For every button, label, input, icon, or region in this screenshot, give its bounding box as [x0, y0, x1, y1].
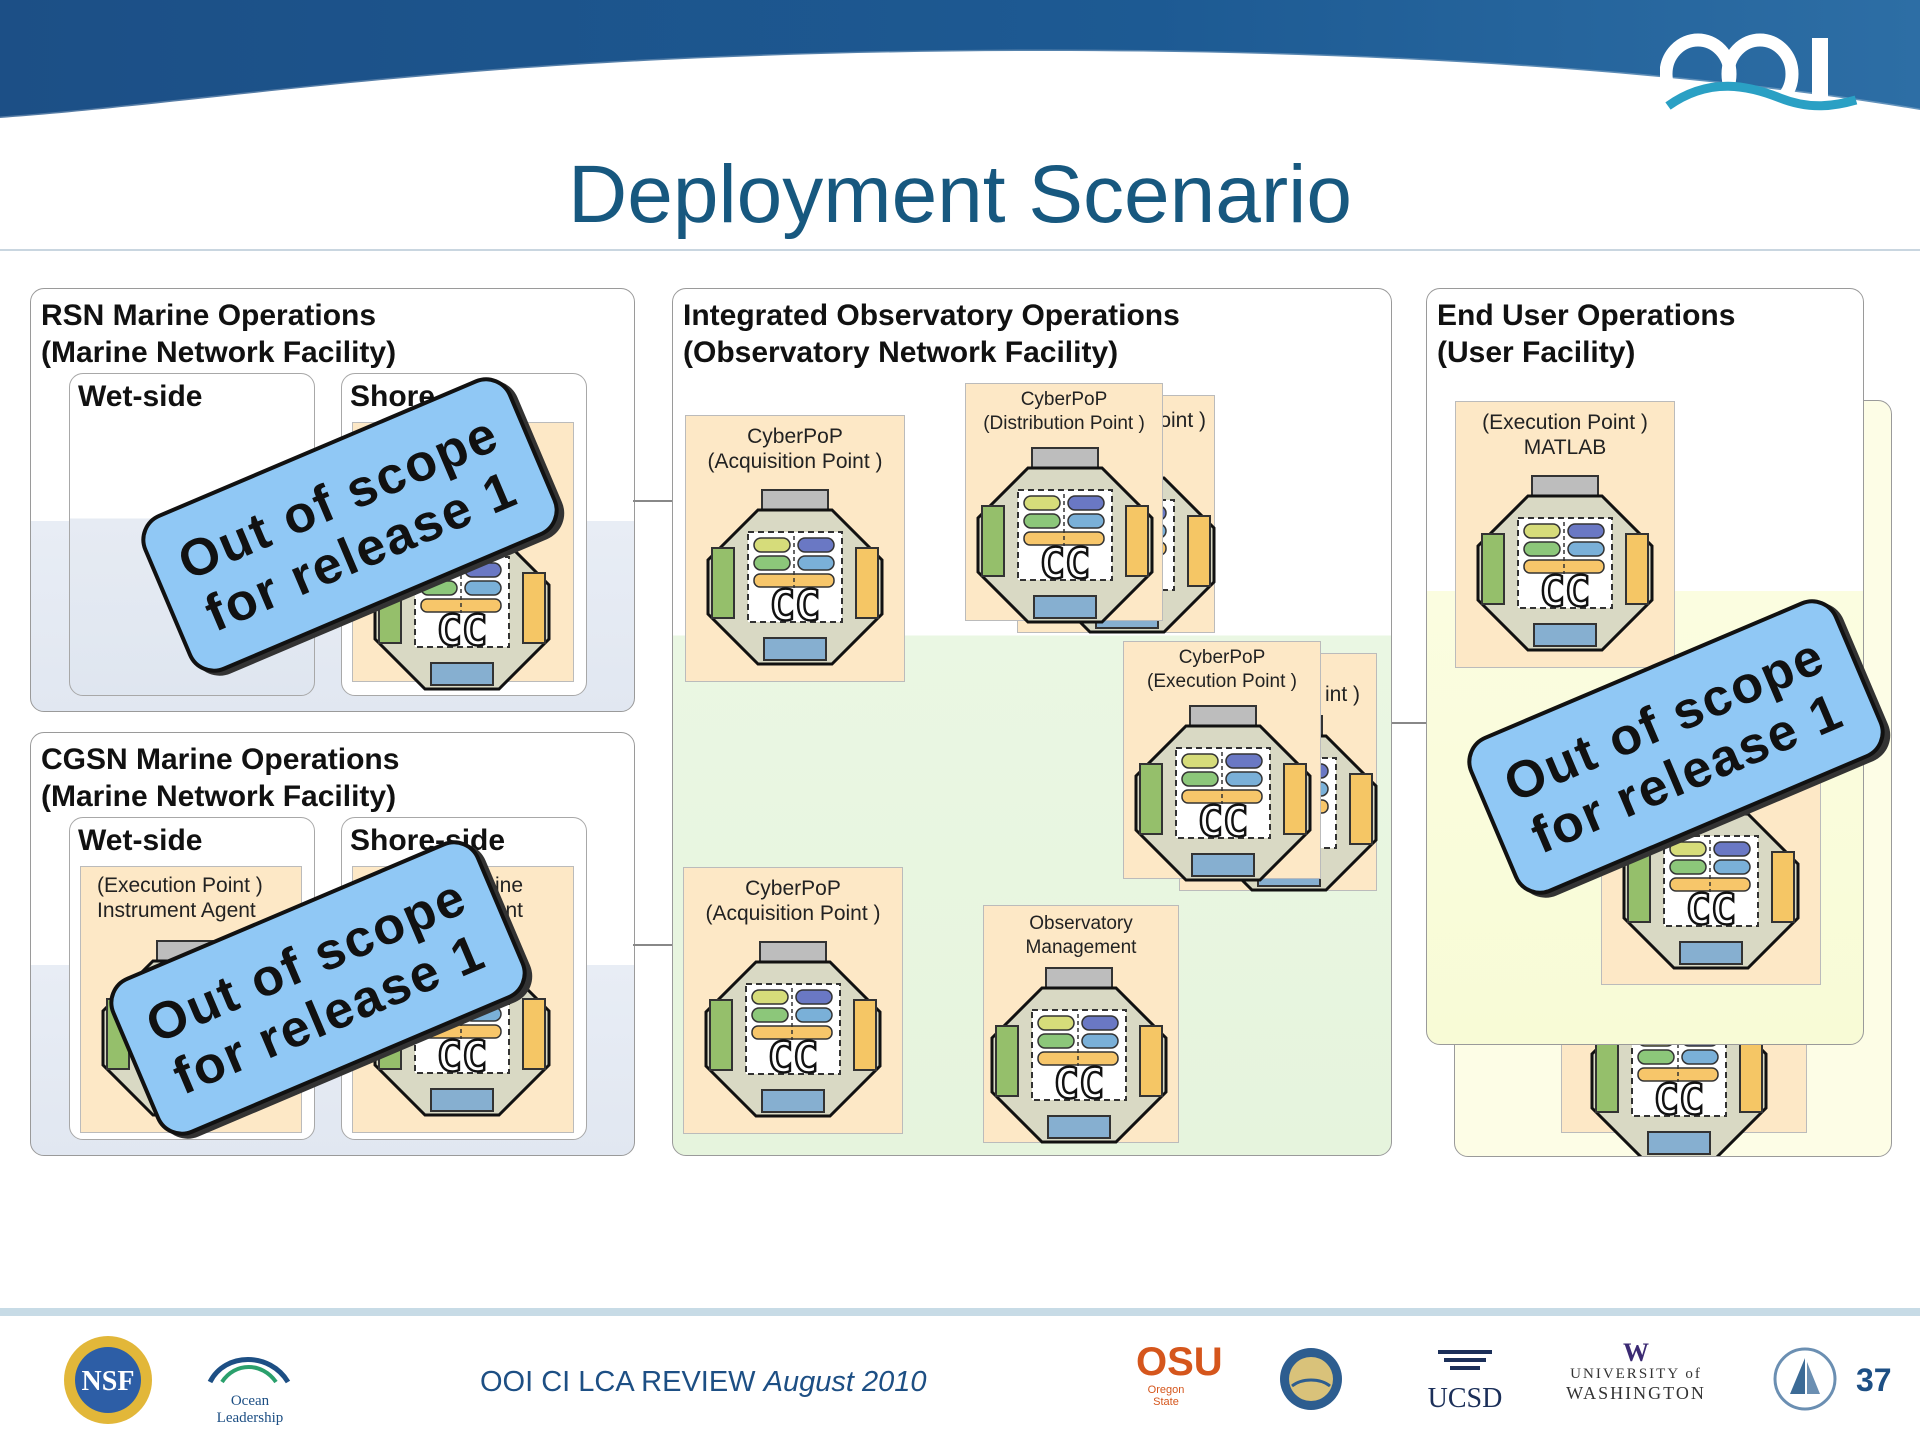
footer-main: OOI CI LCA REVIEW	[480, 1366, 756, 1398]
osu-logo-sub: Oregon State	[1147, 1384, 1185, 1408]
ocean-leadership-text: Ocean Leadership	[216, 1393, 284, 1426]
cyberpop-node-icon: CC	[990, 966, 1168, 1149]
cgsn-title-line2: (Marine Network Facility)	[41, 780, 397, 813]
euo-title-line1: End User Operations	[1437, 299, 1736, 332]
ooi-logo-icon	[1659, 33, 1858, 115]
footer-date: August 2010	[763, 1366, 927, 1398]
cyberpop-matlab: (Execution Point ) MATLAB CC	[1455, 401, 1675, 668]
ioo-panel: Integrated Observatory Operations (Observ…	[672, 288, 1392, 1156]
ioo-panel-title: Integrated Observatory Operations (Observ…	[683, 297, 1180, 371]
cyberpop-node-icon: CC	[1134, 704, 1312, 887]
svg-text:CC: CC	[1054, 1059, 1105, 1108]
euo-panel-title: End User Operations (User Facility)	[1437, 297, 1735, 371]
footer-text: OOI CI LCA REVIEW August 2010	[480, 1366, 926, 1399]
wave-icon	[207, 1357, 291, 1384]
exec-label: CyberPoP (Execution Point )	[1147, 647, 1297, 692]
cgsn-title-line1: CGSN Marine Operations	[41, 743, 400, 776]
svg-text:CC: CC	[1654, 1075, 1705, 1124]
ocean-leadership-logo: Ocean Leadership	[200, 1344, 300, 1426]
sailboat-seal-icon	[1773, 1347, 1837, 1411]
cyberpop-node-icon: CC	[976, 446, 1154, 629]
rsn-title-line2: (Marine Network Facility)	[41, 336, 397, 369]
svg-text:CC: CC	[437, 1032, 488, 1081]
cyberpop-acquisition-2: CyberPoP (Acquisition Point ) CC	[683, 867, 903, 1134]
cgsn-wet-pop-label: (Execution Point ) Instrument Agent	[97, 874, 263, 922]
ooi-logo	[1659, 26, 1860, 126]
ioo-title-line2: (Observatory Network Facility)	[683, 336, 1119, 369]
ucsd-mark-icon	[1438, 1350, 1492, 1370]
ucsd-logo-text: UCSD	[1427, 1383, 1503, 1414]
acq1-label: CyberPoP (Acquisition Point )	[707, 425, 883, 473]
cyberpop-node-icon: CC	[704, 940, 882, 1123]
connector-line	[633, 944, 673, 946]
dist-label: CyberPoP (Distribution Point )	[983, 389, 1145, 434]
nsf-seal-icon: NSF	[64, 1336, 152, 1424]
rsn-wet-label: Wet-side	[78, 380, 203, 413]
page-number: 37	[1856, 1362, 1892, 1398]
ucsd-logo: UCSD	[1420, 1344, 1510, 1424]
connector-line	[1392, 722, 1430, 724]
title-rule	[0, 249, 1920, 251]
svg-text:CC: CC	[1040, 539, 1091, 588]
ioo-title-line1: Integrated Observatory Operations	[683, 299, 1180, 332]
uw-logo-line1: UNIVERSITY of	[1570, 1366, 1702, 1382]
exec-back-label: int )	[1324, 683, 1360, 706]
svg-text:CC: CC	[1686, 885, 1737, 934]
uw-logo-w: W	[1623, 1338, 1649, 1367]
svg-text:CC: CC	[1198, 797, 1249, 846]
page-title: Deployment Scenario	[568, 149, 1352, 240]
whoi-logo	[1772, 1346, 1838, 1412]
footer-rule	[0, 1308, 1920, 1316]
nsf-logo: NSF	[62, 1334, 154, 1426]
osu-logo-main: OSU	[1136, 1340, 1223, 1384]
svg-text:CC: CC	[768, 1033, 819, 1082]
nsf-logo-text: NSF	[82, 1366, 135, 1397]
cyberpop-distribution: CyberPoP (Distribution Point ) CC	[965, 383, 1163, 624]
cyberpop-node-icon: CC	[1476, 474, 1654, 657]
svg-text:CC: CC	[770, 581, 821, 630]
cyberpop-node-icon: CC	[1622, 792, 1800, 975]
dist-back-label: oint )	[1159, 409, 1206, 432]
connector-line	[633, 500, 673, 502]
uw-logo: W UNIVERSITY of WASHINGTON	[1566, 1340, 1706, 1420]
cyberpop-node-icon: CC	[706, 488, 884, 671]
svg-text:CC: CC	[437, 606, 488, 655]
seal-icon	[1280, 1348, 1342, 1410]
cgsn-wet-label: Wet-side	[78, 824, 203, 857]
observatory-management: Observatory Management CC	[983, 905, 1179, 1144]
cgsn-panel-title: CGSN Marine Operations (Marine Network Fa…	[41, 741, 399, 815]
cyberpop-acquisition-1: CyberPoP (Acquisition Point ) CC	[685, 415, 905, 682]
university-seal-logo	[1278, 1346, 1344, 1412]
euo-title-line2: (User Facility)	[1437, 336, 1636, 369]
matlab-label: (Execution Point ) MATLAB	[1482, 411, 1648, 459]
rsn-title-line1: RSN Marine Operations	[41, 299, 377, 332]
uw-logo-line2: WASHINGTON	[1566, 1383, 1706, 1403]
osu-logo: OSU Oregon State	[1136, 1340, 1223, 1420]
cyberpop-execution: CyberPoP (Execution Point ) CC	[1123, 641, 1321, 882]
obs-label: Observatory Management	[1025, 913, 1137, 958]
acq2-label: CyberPoP (Acquisition Point )	[705, 877, 881, 925]
header-banner	[0, 0, 1920, 120]
svg-text:CC: CC	[1540, 567, 1591, 616]
rsn-panel-title: RSN Marine Operations (Marine Network Fac…	[41, 297, 396, 371]
